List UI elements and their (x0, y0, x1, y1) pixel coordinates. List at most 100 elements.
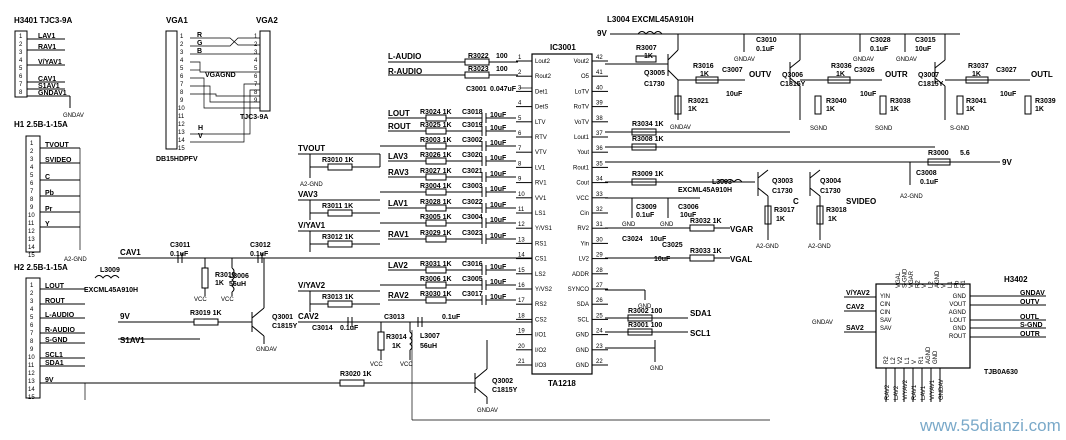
ic3001-pin-number: 29 (596, 253, 603, 259)
svg-text:7: 7 (180, 82, 184, 88)
l3003-val: EXCML45A910H (678, 187, 732, 194)
h3402-left-net: CAV2 (846, 304, 864, 311)
q3005-val: C1730 (644, 81, 665, 88)
h1-pin-pb: Pb (45, 190, 54, 197)
resistor-label: R3004 1K (420, 183, 452, 190)
h3401-pin-rav1: RAV1 (38, 44, 56, 51)
r3038-ref: R3038 (890, 98, 911, 105)
resistor-label: R3024 1K (420, 109, 452, 116)
ic3001-pin-number: 34 (596, 177, 603, 183)
capacitor-ref: C3022 (462, 199, 483, 206)
r3021-val: 1K (688, 106, 697, 113)
svg-text:13: 13 (28, 237, 35, 243)
ic3001-pin-number: 38 (596, 116, 603, 122)
net-label: RAV1 (388, 230, 409, 239)
svg-text:14: 14 (178, 138, 185, 144)
l3007-ref: L3007 (420, 333, 440, 340)
svg-text:9: 9 (30, 205, 34, 211)
svg-text:3: 3 (180, 50, 184, 56)
h2-pin-scl1: SCL1 (45, 352, 63, 359)
capacitor-ref: C3002 (462, 137, 483, 144)
net-9v: 9V (120, 312, 130, 321)
c3026-ref: C3026 (854, 67, 875, 74)
svg-text:10: 10 (178, 106, 185, 112)
h3402-nets: V/YAV2CAV2SAV2GNDAVGNDAVOUTVOUTLS-GNDOUT… (812, 290, 1046, 402)
svg-text:1: 1 (19, 34, 23, 40)
h2-pin-sgnd: S-GND (45, 337, 68, 344)
resistor-label: R3029 1K (420, 230, 452, 237)
ic3001-pin-number: 21 (518, 359, 525, 365)
q3006-ref: Q3006 (782, 72, 803, 79)
capacitor-value: 10uF (490, 155, 507, 162)
net-label: LAV1 (388, 199, 408, 208)
h3402-left-net: V/YAV2 (846, 290, 870, 297)
ic3001-pin-name: Cout (576, 181, 589, 187)
ic3001-pin-number: 5 (518, 116, 522, 122)
ic3001-pin-number: 25 (596, 313, 603, 319)
ic3001-pin-name: SYNCO (568, 287, 590, 293)
r3002-label: R3002 100 (628, 308, 662, 315)
h3401-gnd-label: GNDAV (63, 113, 84, 119)
tvout-gnd: A2-GND (300, 182, 323, 188)
ic3001-pin-number: 7 (518, 146, 522, 152)
ic3001-pin-number: 28 (596, 268, 603, 274)
h2-pin-raudio: R-AUDIO (45, 327, 75, 334)
ic3001-right-pins: 42Vout241O540LoTV39RoTV38VoTV37Lout136Yo… (568, 55, 608, 369)
capacitor-value: 10uF (490, 217, 507, 224)
h3402-top-pin: V (922, 284, 928, 288)
c3011-ref: C3011 (170, 242, 190, 249)
l3006-val: 56uH (229, 281, 246, 288)
ic3001-pin-name: Rout1 (573, 165, 590, 171)
h2-pin-laudio: L-AUDIO (45, 312, 75, 319)
r3009-label: R3009 1K (632, 171, 664, 178)
ic3001-pin-name: CS1 (535, 257, 547, 263)
ic3001-pin-name: I/O3 (535, 363, 547, 369)
h3402-bottom-net: RAV2 (885, 384, 891, 400)
c3011-val: 0.1uF (170, 251, 189, 258)
h3402-bottom-net: V/YAV1 (930, 379, 936, 400)
h3402-left-pin: YIN (880, 294, 890, 300)
h3401-pin-gndav1: GNDAV1 (38, 90, 67, 97)
h3402-top-pin: L1 (948, 281, 954, 288)
r3014-val: 1K (392, 343, 401, 350)
svg-text:7: 7 (19, 82, 23, 88)
net-tvout: TVOUT (298, 144, 325, 153)
ic3001-pin-name: LS2 (535, 272, 546, 278)
ic3001-pin-name: Det1 (535, 89, 548, 95)
svg-text:11: 11 (28, 221, 35, 227)
vga1-part: DB15HDPFV (156, 156, 198, 163)
r3018-gnd: A2-GND (808, 244, 831, 250)
ic3001-pin-name: Vout2 (574, 59, 590, 65)
c3025-val: 10uF (654, 256, 671, 263)
net-vgar: VGAR (730, 225, 753, 234)
net-cav1: CAV1 (120, 248, 141, 257)
ic3001-part: TA1218 (548, 379, 576, 388)
ic3001-pin-name: O5 (581, 74, 590, 80)
r3018-ref: R3018 (826, 207, 847, 214)
h3402-right-pin: ROUT (949, 334, 966, 340)
svg-text:9: 9 (30, 347, 34, 353)
ic3001-pin-number: 2 (518, 70, 522, 76)
h3402-top-pin: VGAR (909, 270, 915, 288)
ic3001-pin-number: 18 (518, 313, 525, 319)
ic3001-pin-number: 31 (596, 222, 603, 228)
q3007-val: C1815Y (918, 81, 944, 88)
ic3001-pin-name: CS2 (535, 317, 547, 323)
ic3001-pin-name: Lout2 (535, 59, 551, 65)
h3402-ref: H3402 (1004, 275, 1028, 284)
svg-text:1: 1 (30, 141, 34, 147)
h3401-pin-lav1: LAV1 (38, 33, 55, 40)
h3402-bottom-net: RAV1 (912, 384, 918, 400)
svg-text:5: 5 (30, 315, 34, 321)
ic3001-pin-number: 16 (518, 283, 525, 289)
r3039-ref: R3039 (1035, 98, 1056, 105)
ic3001-pin-name: RS1 (535, 241, 547, 247)
l3004-label: L3004 EXCML45A910H (607, 15, 694, 24)
h3402-right-pin: VOUT (949, 302, 966, 308)
h3402-bottom-pin: L1 (905, 357, 911, 364)
net-cav2: CAV2 (298, 312, 319, 321)
h3402-pins: YINCINCINSAVSAVGNDVOUTAGNDLOUTGNDROUTVGA… (880, 268, 967, 364)
c3015-ref: C3015 (915, 37, 936, 44)
r3007-val: 1K (644, 53, 653, 60)
